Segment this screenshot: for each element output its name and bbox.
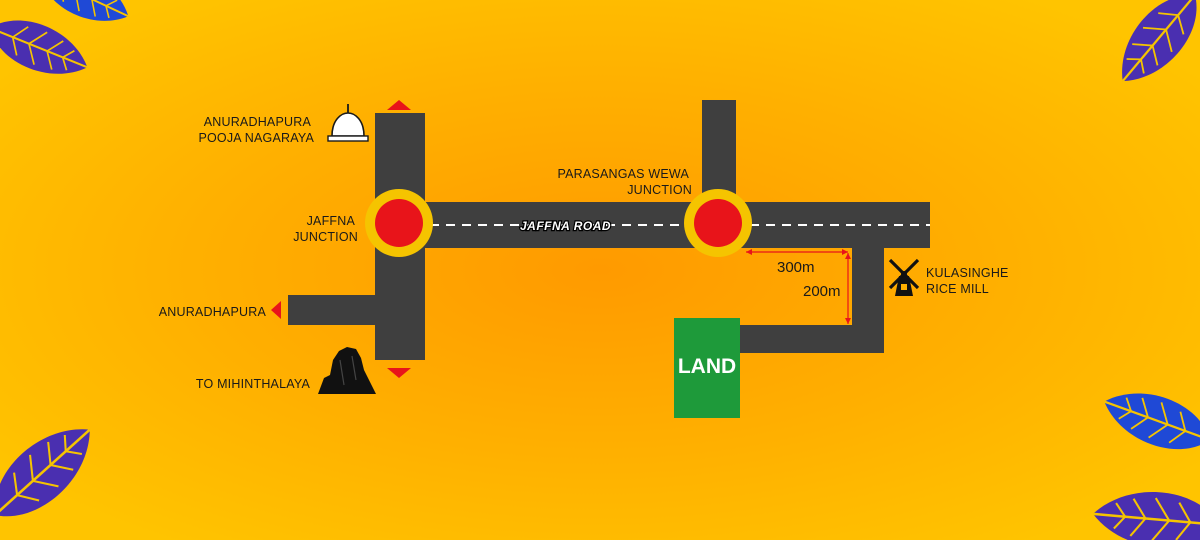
distance-200m-label: 200m — [803, 283, 841, 300]
arrow-west — [271, 301, 281, 319]
land-parcel — [674, 318, 740, 418]
distance-horizontal — [746, 249, 848, 255]
road-name-label: JAFFNA ROAD — [520, 219, 611, 233]
rock-icon — [318, 347, 376, 394]
arrow-north — [387, 100, 411, 110]
label-pooja-nagaraya: ANURADHAPURA POOJA NAGARAYA — [198, 115, 314, 145]
arrow-south — [387, 368, 411, 378]
label-parasangas-junction: PARASANGAS WEWA JUNCTION — [558, 167, 693, 197]
roundabout-inner — [694, 199, 742, 247]
label-jaffna-junction: JAFFNA JUNCTION — [293, 214, 358, 244]
road-network — [288, 100, 930, 360]
windmill-icon — [888, 258, 920, 296]
stupa-icon — [327, 104, 369, 142]
roundabout-inner — [375, 199, 423, 247]
land-label: LAND — [678, 355, 736, 378]
label-mihinthalaya: TO MIHINTHALAYA — [196, 377, 311, 391]
jaffna-road — [400, 202, 930, 248]
road-to-anuradhapura — [288, 295, 388, 325]
roundabout-jaffna-junction — [365, 189, 433, 257]
distance-vertical — [845, 253, 851, 324]
distance-300m-label: 300m — [777, 259, 815, 276]
label-rice-mill: KULASINGHE RICE MILL — [926, 266, 1012, 296]
label-anuradhapura: ANURADHAPURA — [159, 305, 267, 319]
roundabout-parasangas-junction — [684, 189, 752, 257]
road-to-land — [740, 325, 884, 353]
